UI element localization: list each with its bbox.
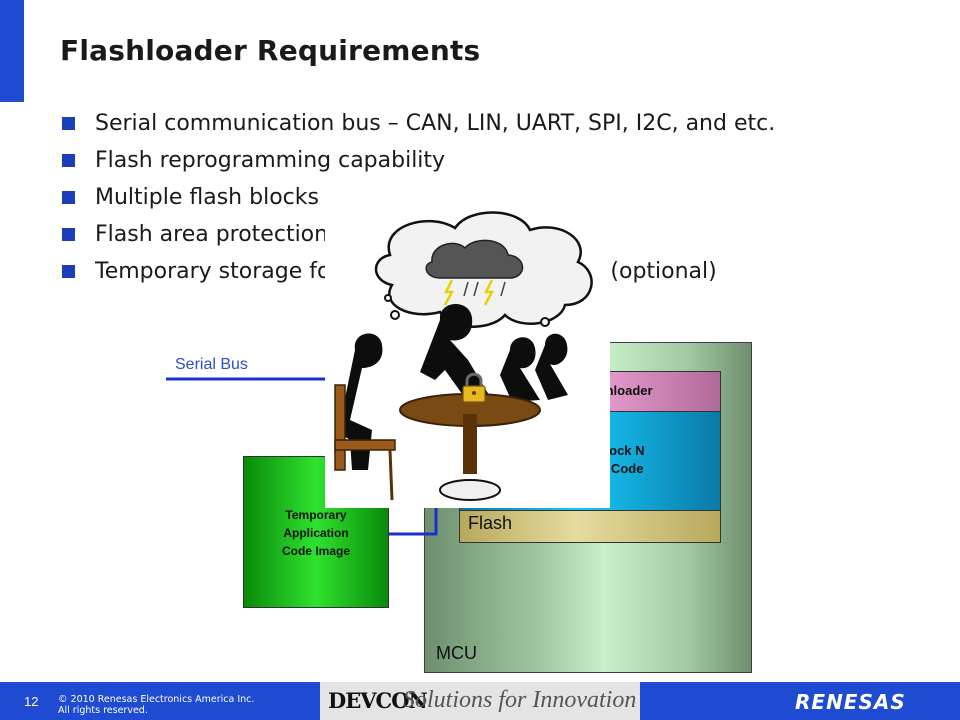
bullet-list: Serial communication bus – CAN, LIN, UAR… — [60, 108, 920, 293]
copyright-notice: © 2010 Renesas Electronics America Inc. … — [58, 694, 255, 716]
bullet-square-icon — [62, 265, 75, 278]
bullet-square-icon — [62, 117, 75, 130]
temp-storage-label: Temporary Application Code Image — [281, 508, 350, 558]
bullet-item: Multiple flash blocks — [60, 182, 920, 213]
bullet-square-icon — [62, 228, 75, 241]
devcon-logo: DEVCON — [328, 688, 428, 713]
bullet-item: Flash area protection — [60, 219, 920, 250]
footer: 12 © 2010 Renesas Electronics America In… — [0, 682, 960, 720]
slide-title: Flashloader Requirements — [60, 34, 481, 67]
serial-bus-label: Serial Bus — [175, 356, 248, 373]
tagline: Solutions for Innovation — [403, 687, 637, 713]
bullet-square-icon — [62, 191, 75, 204]
footer-banner — [320, 682, 640, 720]
page-number: 12 — [24, 694, 39, 709]
bullet-item: Serial communication bus – CAN, LIN, UAR… — [60, 108, 920, 139]
footer-right-panel — [640, 682, 960, 720]
bullet-item: Temporary storage for application code i… — [60, 256, 920, 287]
footer-left-panel — [0, 682, 320, 720]
mcu-label: MCU — [436, 643, 477, 663]
block1-label: Block 1 – Block N Application Code — [535, 443, 645, 476]
bullet-item: Flash reprogramming capability — [60, 145, 920, 176]
title-accent-bar — [0, 0, 24, 102]
renesas-logo: RENESAS — [795, 690, 906, 714]
flash-label: Flash — [468, 513, 513, 533]
bullet-square-icon — [62, 154, 75, 167]
block0-label: Block 0: Flashloader — [525, 383, 653, 398]
